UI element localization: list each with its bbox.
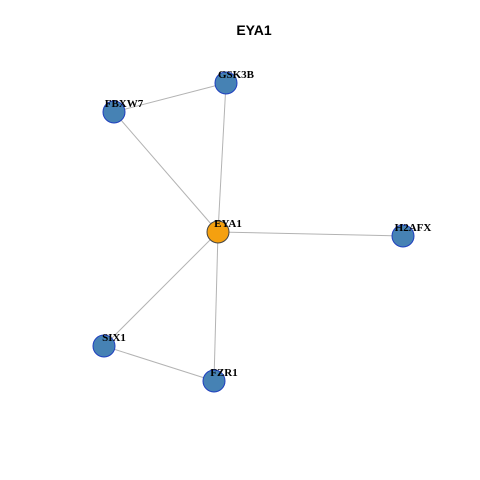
node-fbxw7: FBXW7 [102,98,144,124]
node-label-six1: SIX1 [102,332,126,344]
edge-fbxw7-eya1 [113,111,219,233]
node-circle-six1 [92,334,116,358]
node-circle-fbxw7 [102,100,126,124]
node-label-h2afx: H2AFX [395,222,432,234]
node-label-gsk3b: GSK3B [218,69,255,81]
edges-layer [103,82,404,382]
edge-gsk3b-eya1 [217,82,227,233]
edge-eya1-h2afx [217,231,404,237]
node-label-fzr1: FZR1 [210,367,238,379]
node-circle-gsk3b [214,71,238,95]
node-circle-eya1 [206,220,230,244]
node-label-eya1: EYA1 [214,218,242,230]
node-fzr1: FZR1 [202,367,238,393]
node-six1: SIX1 [92,332,126,358]
node-h2afx: H2AFX [391,222,432,248]
graph-title: EYA1 [236,22,272,38]
node-eya1: EYA1 [206,218,242,244]
edge-eya1-six1 [103,231,219,347]
node-circle-h2afx [391,224,415,248]
node-circle-fzr1 [202,369,226,393]
edge-fbxw7-gsk3b [113,82,227,113]
edge-eya1-fzr1 [213,231,219,382]
node-gsk3b: GSK3B [214,69,255,95]
node-label-fbxw7: FBXW7 [105,98,144,110]
edge-six1-fzr1 [103,345,215,382]
